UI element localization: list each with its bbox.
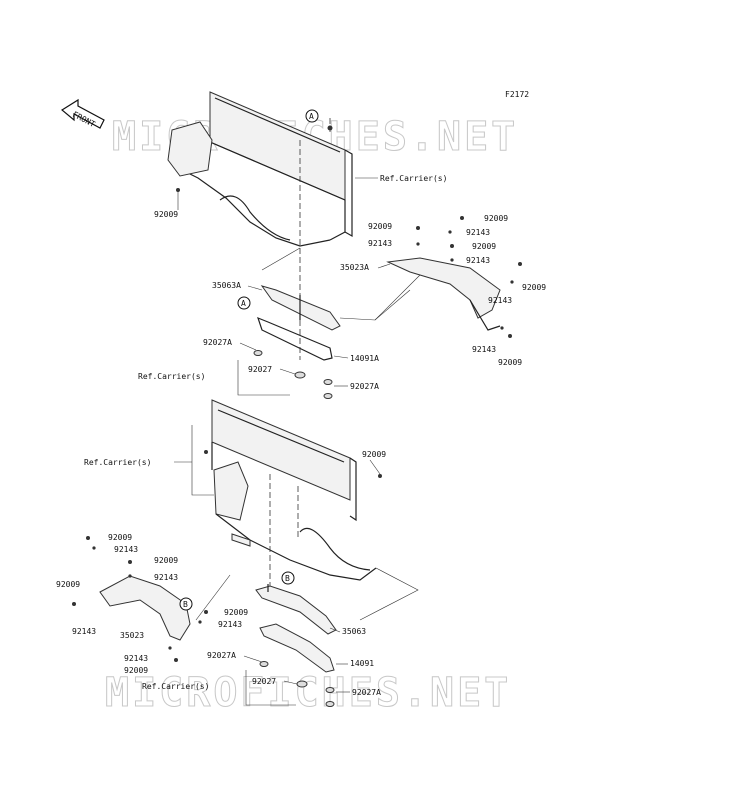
upper-ref-carrier-right: Ref.Carrier(s) — [380, 174, 447, 183]
svg-text:B: B — [183, 600, 188, 609]
lower-35023: 35023 — [120, 631, 144, 640]
lower-92143-a: 92143 — [114, 545, 138, 554]
lower-92009-right: 92009 — [362, 450, 386, 459]
watermark-bottom: MICROFICHES.NET — [105, 670, 511, 716]
lower-35063: 35063 — [342, 627, 366, 636]
upper-92027a-1: 92027A — [203, 338, 232, 347]
lower-92009-d: 92009 — [124, 666, 148, 675]
upper-35063a: 35063A — [212, 281, 241, 290]
upper-92009-e: 92009 — [498, 358, 522, 367]
lower-bracket-35063 — [255, 584, 337, 673]
upper-92009-b: 92009 — [484, 214, 508, 223]
lower-92143-b: 92143 — [154, 573, 178, 582]
marker-a-top: A — [305, 109, 319, 123]
upper-92009-left: 92009 — [154, 210, 178, 219]
lower-92143-d: 92143 — [124, 654, 148, 663]
lower-92009-left: 92009 — [56, 580, 80, 589]
marker-a-mid: A — [237, 296, 251, 310]
lower-92143-c: 92143 — [218, 620, 242, 629]
upper-92143-e: 92143 — [472, 345, 496, 354]
lower-92143-left: 92143 — [72, 627, 96, 636]
lower-92009-c: 92009 — [224, 608, 248, 617]
lower-14091: 14091 — [350, 659, 374, 668]
upper-92027a-2: 92027A — [350, 382, 379, 391]
front-arrow-icon: FRONT — [60, 98, 105, 129]
upper-cargo-bed — [167, 91, 353, 360]
lower-92009-a: 92009 — [108, 533, 132, 542]
marker-b-left: B — [179, 597, 193, 611]
upper-92143-b: 92143 — [466, 228, 490, 237]
upper-35023a: 35023A — [340, 263, 369, 272]
upper-bracket-35063a — [257, 285, 341, 361]
svg-text:A: A — [241, 299, 246, 308]
upper-fender-35023a — [386, 216, 522, 338]
lower-92027a-2: 92027A — [352, 688, 381, 697]
lower-cargo-bed — [204, 399, 382, 600]
upper-14091a: 14091A — [350, 354, 379, 363]
upper-92143-d: 92143 — [488, 296, 512, 305]
upper-ref-carrier-left: Ref.Carrier(s) — [138, 372, 205, 381]
upper-92143-a: 92143 — [368, 239, 392, 248]
upper-92009-a: 92009 — [368, 222, 392, 231]
svg-text:B: B — [285, 574, 290, 583]
lower-92027a-1: 92027A — [207, 651, 236, 660]
lower-92027: 92027 — [252, 677, 276, 686]
lower-ref-carrier-bottom: Ref.Carrier(s) — [142, 682, 209, 691]
marker-b-right: B — [281, 571, 295, 585]
svg-text:A: A — [309, 112, 314, 121]
upper-92027: 92027 — [248, 365, 272, 374]
figure-code: F2172 — [505, 90, 529, 99]
upper-92009-c: 92009 — [472, 242, 496, 251]
upper-92143-c: 92143 — [466, 256, 490, 265]
lower-fender-35023 — [72, 536, 208, 662]
lower-ref-carrier-top: Ref.Carrier(s) — [84, 458, 151, 467]
lower-92009-b: 92009 — [154, 556, 178, 565]
upper-92009-d: 92009 — [522, 283, 546, 292]
